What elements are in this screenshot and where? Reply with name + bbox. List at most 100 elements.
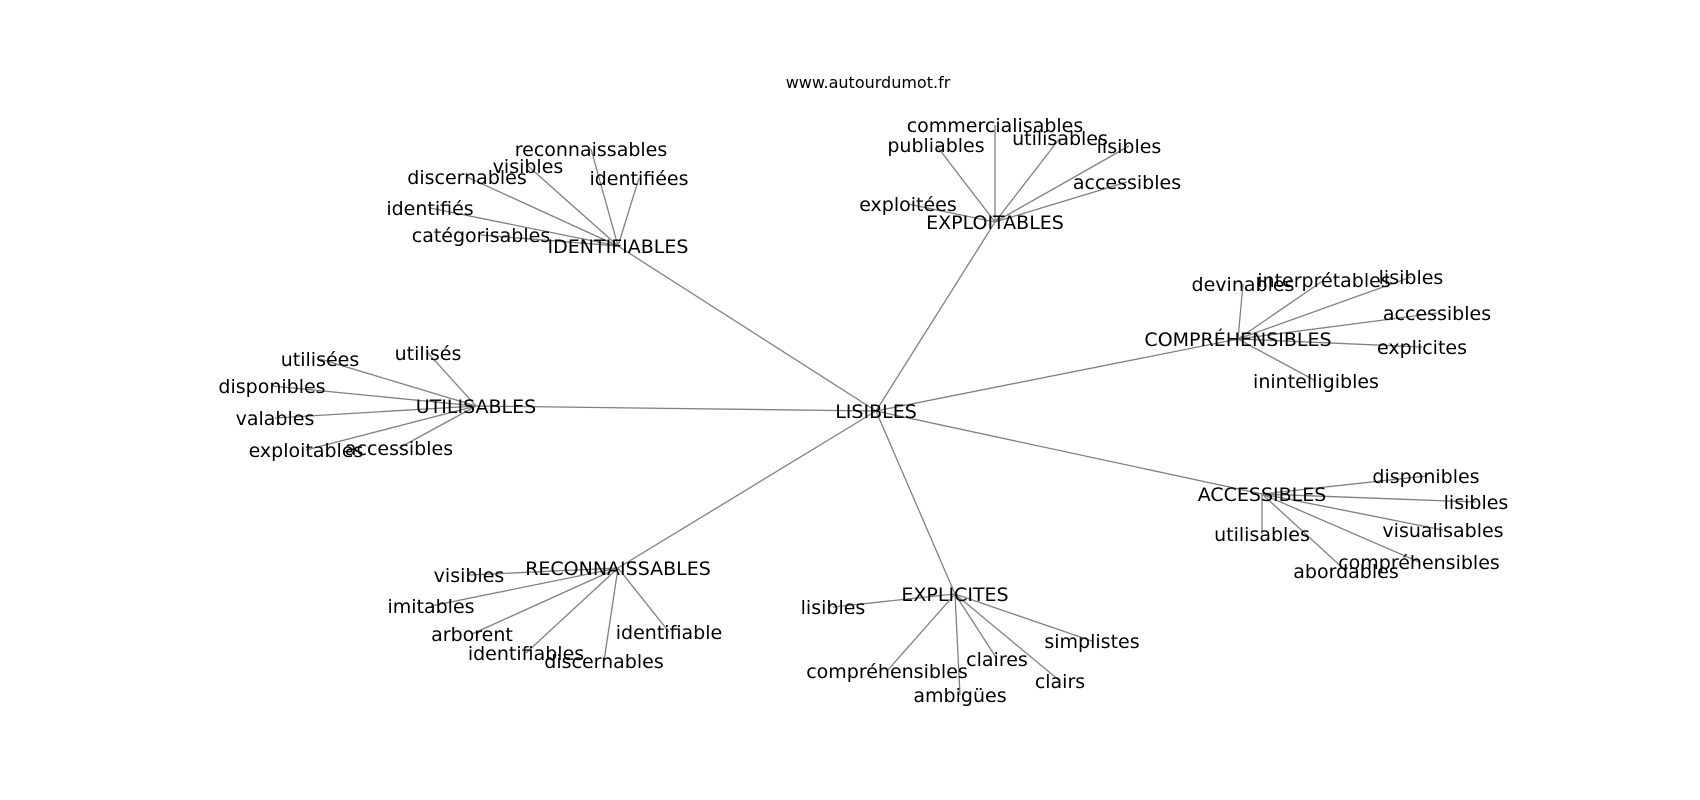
leaf-node-identifiables-discernables: discernables (407, 167, 526, 189)
edge-exploitables-publiables (935, 144, 996, 223)
leaf-node-utilisables-utilisees: utilisées (281, 349, 360, 371)
leaf-node-comprehensibles-inintelligibles: inintelligibles (1253, 371, 1379, 393)
leaf-node-accessibles-lisibles: lisibles (1444, 492, 1509, 514)
leaf-node-utilisables-accessibles: accessibles (345, 438, 453, 460)
edge-accessibles-comprehensibles (1261, 493, 1420, 563)
leaf-node-accessibles-abordables: abordables (1293, 561, 1398, 583)
edge-center-reconnaissables (617, 410, 877, 569)
leaf-node-explicites-claires: claires (966, 649, 1028, 671)
leaf-node-explicites-ambigues: ambigües (913, 685, 1006, 707)
edge-comprehensibles-lisibles (1237, 276, 1412, 340)
leaf-node-comprehensibles-accessibles: accessibles (1383, 303, 1491, 325)
edge-center-comprehensibles (875, 338, 1239, 412)
edge-exploitables-exploitees (907, 203, 996, 223)
leaf-node-explicites-simplistes: simplistes (1044, 631, 1139, 653)
edge-explicites-claires (954, 593, 998, 660)
leaf-node-explicites-comprehensibles: compréhensibles (806, 661, 968, 683)
edge-reconnaissables-visibles (468, 567, 619, 576)
edge-explicites-comprehensibles (886, 593, 956, 672)
graph-edges (271, 125, 1477, 696)
leaf-node-exploitables-utilisables: utilisables (1012, 128, 1108, 150)
edge-center-accessibles (875, 410, 1263, 495)
leaf-node-accessibles-utilisables: utilisables (1214, 524, 1310, 546)
cluster-node-exploitables: EXPLOITABLES (926, 212, 1064, 234)
edge-center-identifiables (617, 245, 877, 412)
leaf-node-accessibles-visualisables: visualisables (1382, 520, 1503, 542)
edge-comprehensibles-explicites (1237, 338, 1423, 348)
edge-explicites-lisibles (832, 593, 956, 608)
leaf-node-utilisables-exploitables: exploitables (249, 440, 364, 462)
edge-utilisables-utilises (427, 352, 477, 407)
leaf-node-reconnaissables-imitables: imitables (387, 596, 474, 618)
leaf-node-reconnaissables-identifiable: identifiable (616, 622, 722, 644)
edge-reconnaissables-arborent (471, 567, 619, 635)
edge-utilisables-valables (274, 405, 477, 419)
edge-accessibles-disponibles (1261, 475, 1427, 495)
edge-utilisables-accessibles (398, 405, 477, 449)
edge-utilisables-utilisees (319, 358, 477, 407)
edge-identifiables-identifiees (617, 177, 640, 247)
cluster-node-explicites: EXPLICITES (901, 584, 1008, 606)
leaf-node-exploitables-accessibles: accessibles (1073, 172, 1181, 194)
leaf-node-identifiables-reconnaissables: reconnaissables (515, 139, 668, 161)
edge-comprehensibles-inintelligibles (1237, 338, 1317, 382)
edge-utilisables-disponibles (271, 385, 477, 407)
credit-text: www.autourdumot.fr (786, 73, 951, 92)
leaf-node-comprehensibles-interpretables: interprétables (1257, 270, 1390, 292)
edge-comprehensibles-devinables (1237, 283, 1244, 340)
edge-reconnaissables-discernables (603, 567, 619, 662)
leaf-node-explicites-clairs: clairs (1035, 671, 1085, 693)
edge-exploitables-utilisables (994, 137, 1061, 223)
edge-identifiables-categorisables (480, 234, 619, 247)
leaf-node-comprehensibles-devinables: devinables (1192, 274, 1295, 296)
cluster-node-accessibles: ACCESSIBLES (1198, 484, 1327, 506)
leaf-node-identifiables-categorisables: catégorisables (412, 225, 550, 247)
edge-center-exploitables (875, 221, 996, 412)
leaf-node-identifiables-identifies: identifiés (386, 198, 473, 220)
leaf-node-accessibles-disponibles: disponibles (1372, 466, 1479, 488)
edge-center-utilisables (475, 405, 877, 412)
leaf-node-explicites-lisibles: lisibles (801, 597, 866, 619)
leaf-node-exploitables-commercialisables: commercialisables (907, 115, 1084, 137)
cluster-node-utilisables: UTILISABLES (416, 396, 536, 418)
edge-center-explicites (875, 410, 956, 595)
leaf-node-exploitables-publiables: publiables (887, 135, 984, 157)
center-node: LISIBLES (835, 401, 917, 423)
edge-exploitables-lisibles (994, 145, 1130, 223)
leaf-node-utilisables-valables: valables (236, 408, 315, 430)
leaf-node-reconnaissables-visibles: visibles (434, 565, 505, 587)
edge-accessibles-lisibles (1261, 493, 1477, 503)
edge-accessibles-abordables (1261, 493, 1347, 572)
graph-labels: www.autourdumot.fr reconnaissablesvisibl… (218, 73, 1508, 707)
edge-identifiables-identifies (429, 207, 619, 247)
edge-reconnaissables-identifiables (525, 567, 619, 654)
leaf-node-utilisables-utilises: utilisés (395, 343, 462, 365)
cluster-node-reconnaissables: RECONNAISSABLES (525, 558, 711, 580)
edge-explicites-ambigues (954, 593, 961, 696)
leaf-node-reconnaissables-identifiables: identifiables (468, 643, 584, 665)
leaf-node-comprehensibles-explicites: explicites (1377, 337, 1467, 359)
edge-identifiables-discernables (466, 176, 619, 247)
leaf-node-identifiables-identifiees: identifiées (589, 168, 688, 190)
cluster-node-identifiables: IDENTIFIABLES (548, 236, 689, 258)
leaf-node-comprehensibles-lisibles: lisibles (1379, 267, 1444, 289)
edge-comprehensibles-interpretables (1237, 279, 1325, 340)
leaf-node-utilisables-disponibles: disponibles (218, 376, 325, 398)
edge-utilisables-exploitables (305, 405, 477, 451)
edge-identifiables-visibles (527, 165, 619, 247)
edge-explicites-clairs (954, 593, 1061, 682)
leaf-node-exploitables-lisibles: lisibles (1097, 136, 1162, 158)
leaf-node-reconnaissables-discernables: discernables (544, 651, 663, 673)
edge-explicites-simplistes (954, 593, 1093, 642)
leaf-node-reconnaissables-arborent: arborent (431, 624, 513, 646)
edge-reconnaissables-imitables (430, 567, 619, 607)
edge-reconnaissables-identifiable (617, 567, 670, 633)
edge-comprehensibles-accessibles (1237, 312, 1438, 340)
leaf-node-exploitables-exploitees: exploitées (859, 194, 957, 216)
leaf-node-identifiables-visibles: visibles (493, 156, 564, 178)
edge-accessibles-visualisables (1261, 493, 1444, 531)
cluster-node-comprehensibles: COMPRÉHENSIBLES (1144, 328, 1331, 351)
edge-exploitables-accessibles (994, 181, 1128, 223)
leaf-node-accessibles-comprehensibles: compréhensibles (1338, 552, 1500, 574)
